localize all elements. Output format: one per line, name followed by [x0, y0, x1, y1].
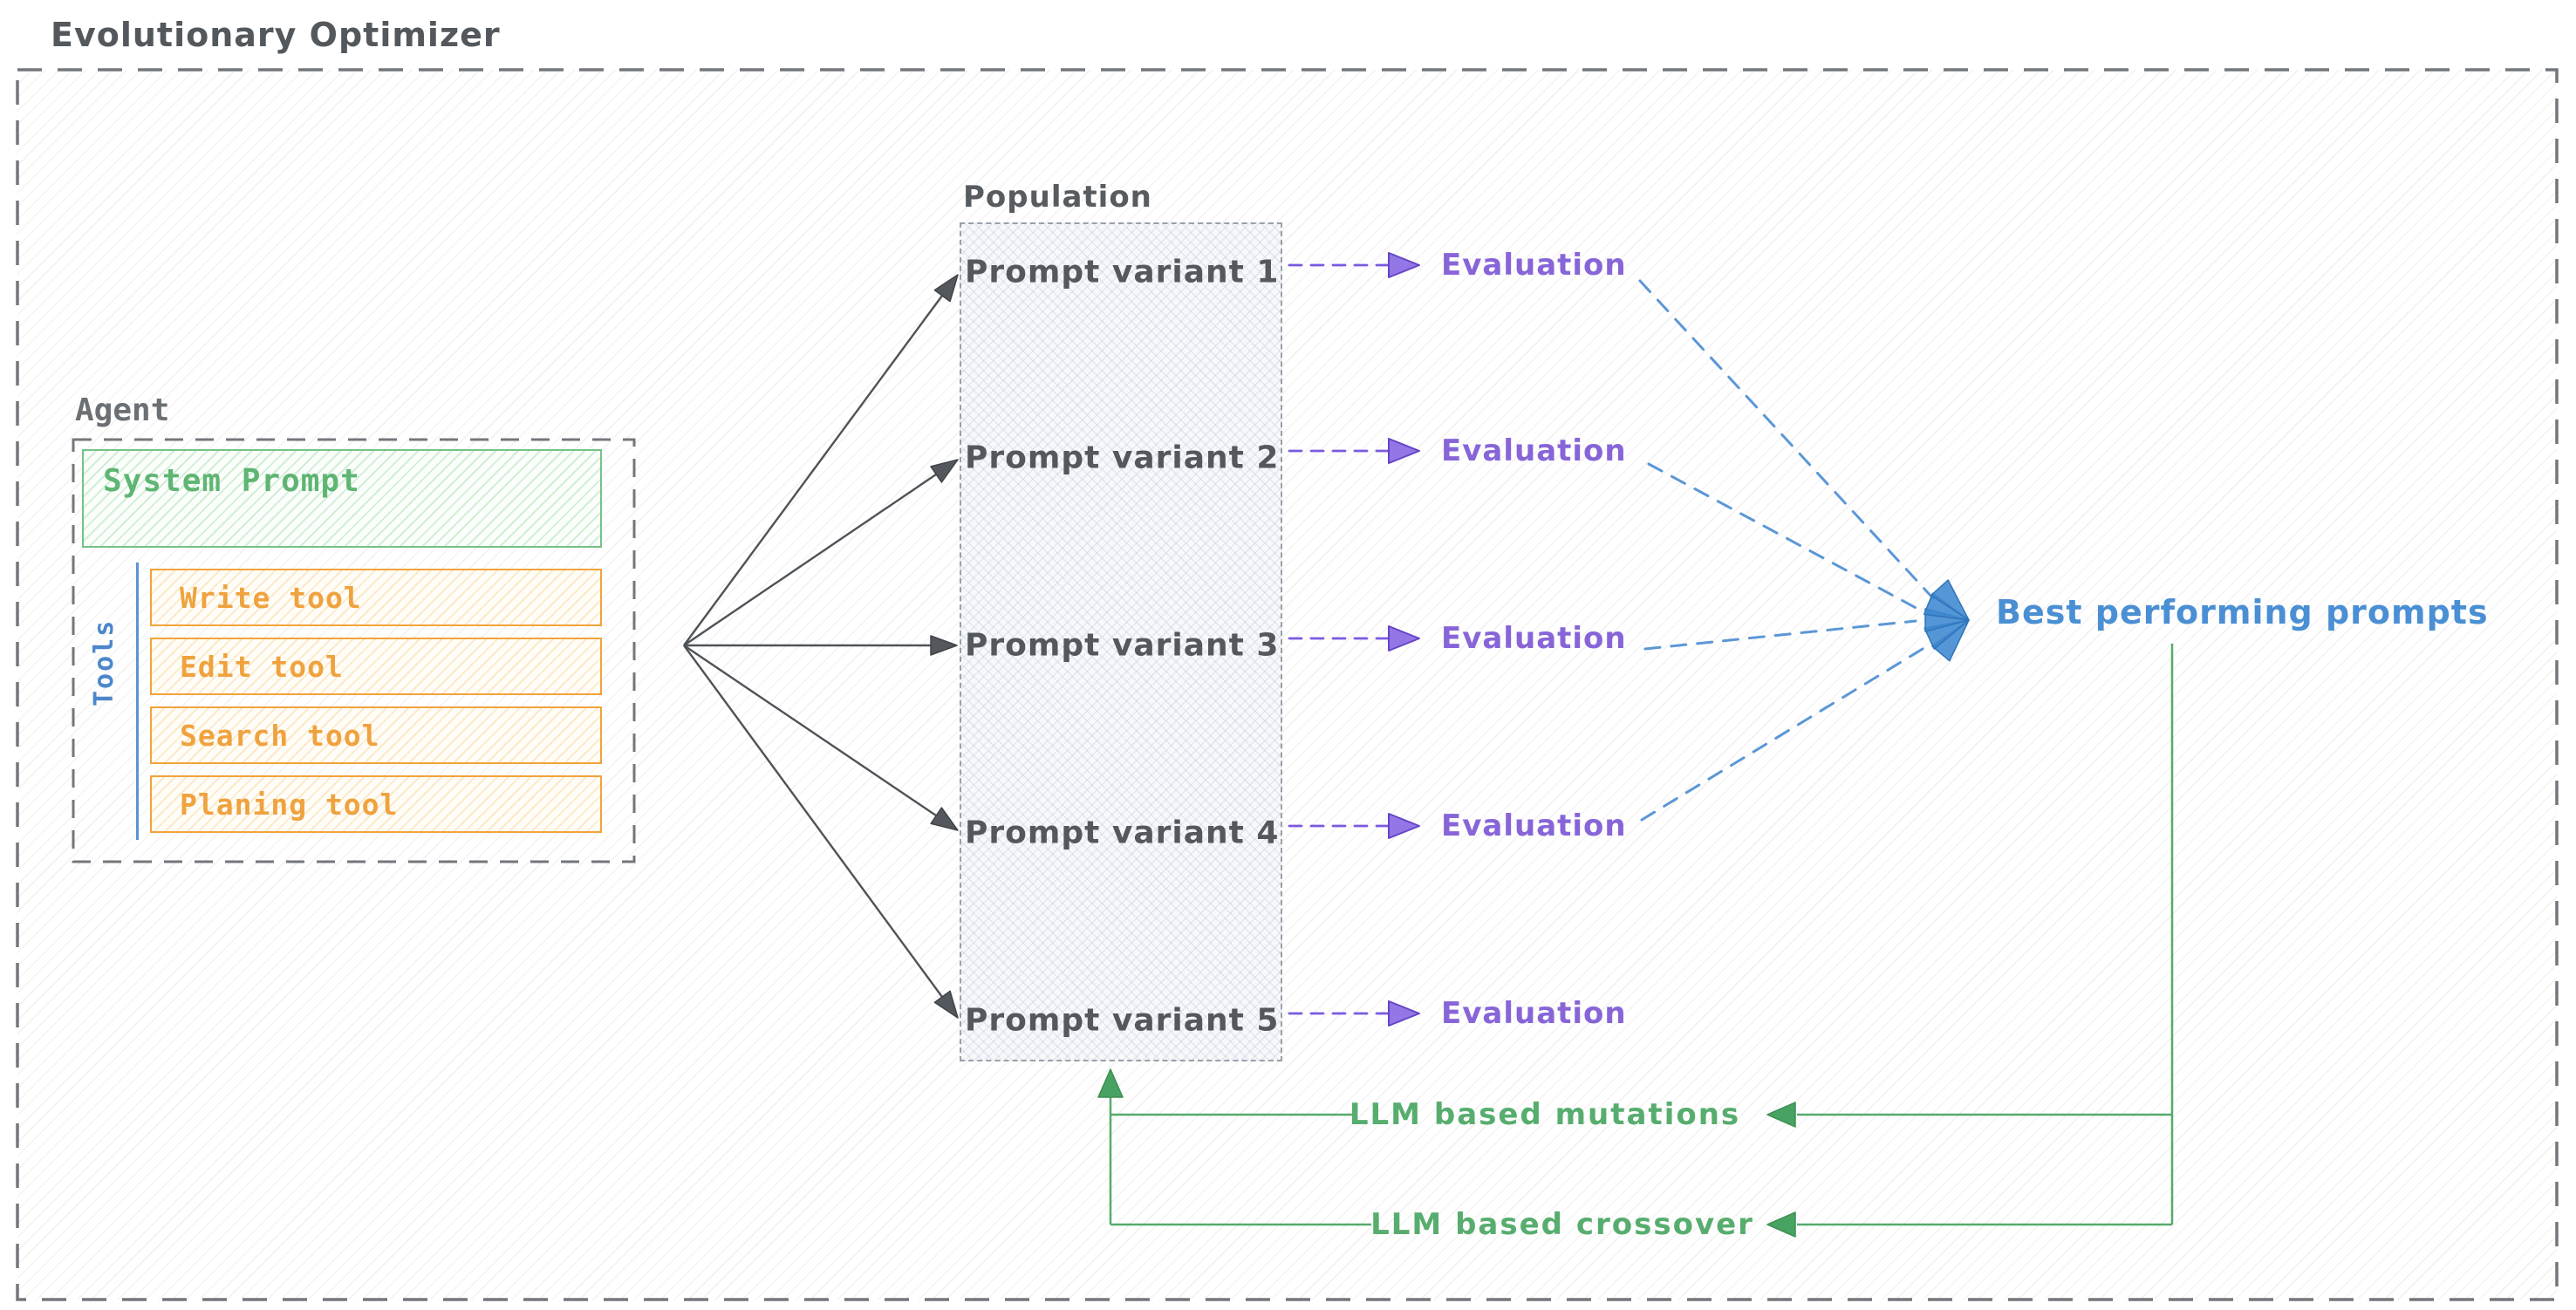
arrowhead-icon: [933, 990, 959, 1019]
population-label: Population: [963, 180, 1152, 215]
agent-to-variant-4-line: [683, 645, 937, 816]
tools-bracket-line: [136, 563, 139, 840]
arrowhead-icon: [1388, 438, 1420, 464]
best-link-line-2: [1647, 462, 1923, 612]
agent-to-variants-arrowheads: [930, 274, 959, 1019]
best-link-line-1: [1638, 279, 1935, 600]
agent-to-variant-5-line: [683, 645, 943, 998]
feedback-loop-lines: [1109, 644, 2174, 1226]
evaluation-to-best-lines: [1638, 279, 1935, 822]
llm-mutations-label: LLM based mutations: [1349, 1097, 1741, 1132]
arrowhead-icon: [1388, 625, 1420, 652]
evaluation-label-4: Evaluation: [1441, 809, 1627, 843]
agent-to-variant-1-line: [683, 295, 943, 646]
evaluation-label-3: Evaluation: [1441, 621, 1627, 656]
planing-tool-label: Planing tool: [180, 787, 399, 822]
population-box: [960, 222, 1282, 1061]
system-prompt-box: System Prompt: [82, 449, 602, 548]
arrowhead-icon: [1766, 1102, 1796, 1128]
arrowhead-icon: [1388, 813, 1420, 839]
evaluation-label-5: Evaluation: [1441, 996, 1627, 1031]
arrowhead-icon: [1766, 1211, 1796, 1238]
search-tool-box: Search tool: [150, 706, 602, 764]
prompt-variant-2: Prompt variant 2: [965, 440, 1280, 476]
prompt-variant-3: Prompt variant 3: [965, 627, 1280, 664]
llm-crossover-label: LLM based crossover: [1370, 1207, 1754, 1242]
prompt-variant-1: Prompt variant 1: [965, 254, 1280, 290]
arrowhead-icon: [1930, 579, 1970, 621]
best-performing-prompts-label: Best performing prompts: [1996, 593, 2489, 631]
search-tool-label: Search tool: [180, 718, 380, 753]
evaluation-label-2: Evaluation: [1441, 433, 1627, 468]
feedback-loop-arrowheads: [1097, 1068, 1796, 1238]
arrowhead-icon: [1097, 1068, 1124, 1098]
agent-to-variant-2-line: [683, 474, 937, 646]
convergence-arrow-fan: [1923, 579, 1970, 662]
variant-to-evaluation-arrows: [1288, 263, 1390, 1015]
variant-to-evaluation-arrowheads: [1388, 252, 1420, 1027]
best-link-line-4: [1640, 647, 1924, 822]
planing-tool-box: Planing tool: [150, 775, 602, 833]
system-prompt-label: System Prompt: [103, 463, 360, 499]
evaluation-label-1: Evaluation: [1441, 248, 1627, 283]
prompt-variant-5: Prompt variant 5: [965, 1002, 1280, 1039]
write-tool-box: Write tool: [150, 569, 602, 626]
diagram-title: Evolutionary Optimizer: [51, 16, 501, 54]
edit-tool-box: Edit tool: [150, 638, 602, 695]
arrowhead-icon: [933, 274, 959, 303]
prompt-variant-4: Prompt variant 4: [965, 815, 1280, 851]
agent-boundary: [72, 438, 636, 863]
best-link-line-3: [1643, 619, 1917, 651]
arrowhead-icon: [930, 459, 959, 483]
optimizer-boundary: [16, 68, 2559, 1301]
agent-label: Agent: [75, 392, 170, 428]
arrowhead-icon: [930, 635, 958, 656]
arrowhead-icon: [930, 807, 959, 831]
arrowhead-icon: [1388, 1000, 1420, 1027]
edit-tool-label: Edit tool: [180, 649, 344, 684]
write-tool-label: Write tool: [180, 580, 362, 615]
agent-to-variants-arrows: [683, 295, 943, 998]
arrowhead-icon: [1388, 252, 1420, 278]
